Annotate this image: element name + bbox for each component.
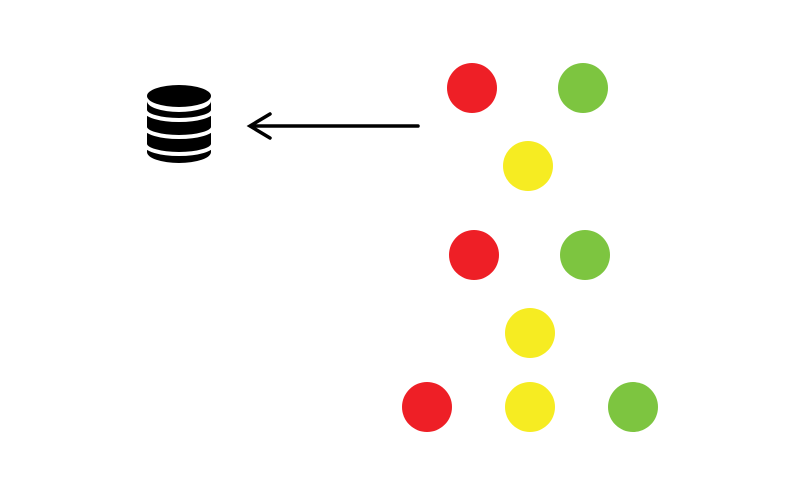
dot-red xyxy=(402,382,452,432)
dots-cluster xyxy=(402,63,658,432)
dot-yellow xyxy=(505,308,555,358)
dot-green xyxy=(608,382,658,432)
arrow-head xyxy=(246,112,272,140)
arrow-left-icon xyxy=(246,112,420,140)
dot-green xyxy=(558,63,608,113)
dot-green xyxy=(560,230,610,280)
database-icon xyxy=(147,85,211,163)
database-separators xyxy=(143,109,215,156)
dot-yellow xyxy=(505,382,555,432)
dot-yellow xyxy=(503,141,553,191)
dot-red xyxy=(449,230,499,280)
dot-red xyxy=(447,63,497,113)
